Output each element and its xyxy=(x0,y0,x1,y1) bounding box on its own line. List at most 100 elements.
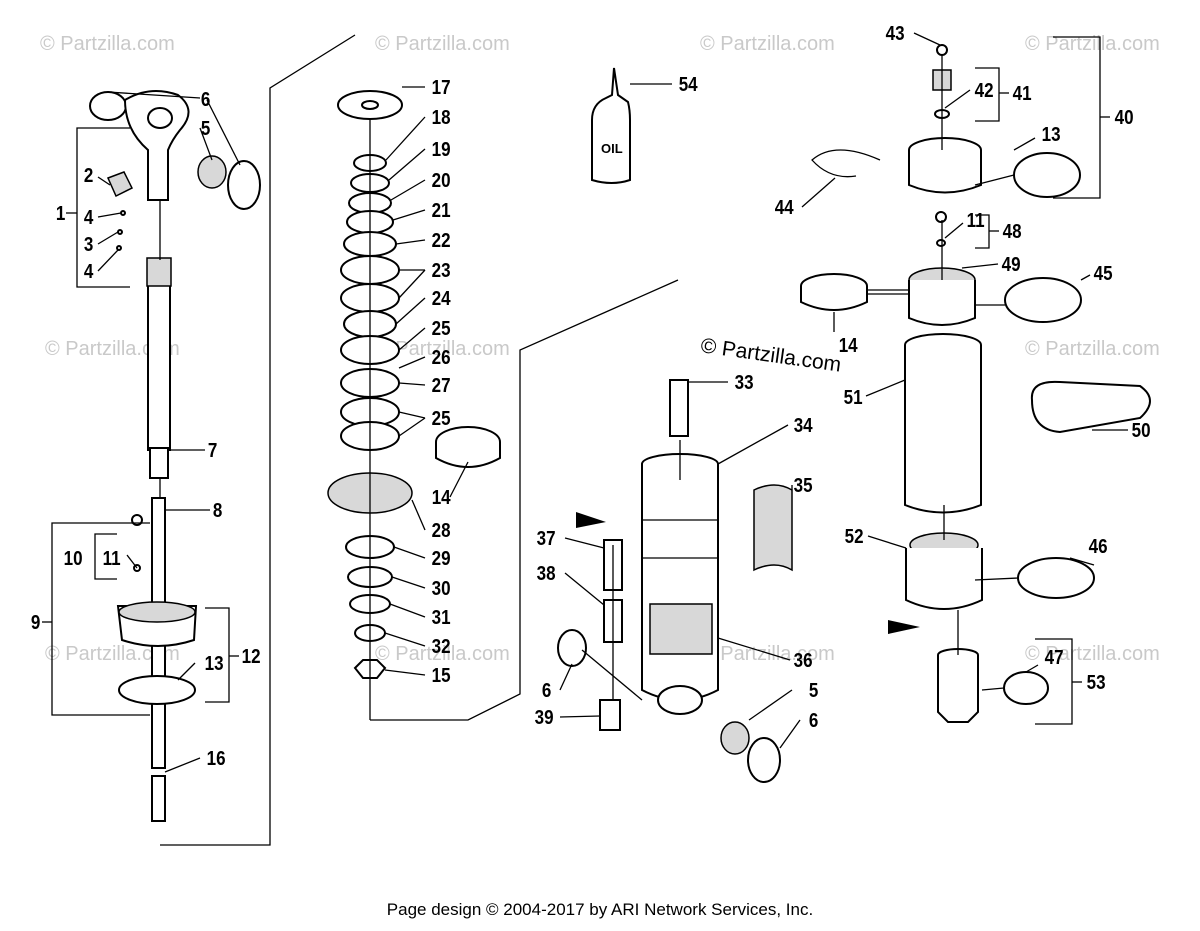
callout-5: 5 xyxy=(201,117,210,140)
body-eye xyxy=(657,685,703,715)
callout-54: 54 xyxy=(679,73,699,96)
watermark: © Partzilla.com xyxy=(40,33,175,55)
callout-12: 12 xyxy=(242,645,261,668)
callout-53: 53 xyxy=(1087,671,1106,694)
callout-4: 4 xyxy=(84,206,94,229)
callout-33: 33 xyxy=(735,371,754,394)
watermark: © Partzilla.com xyxy=(1025,643,1160,665)
reservoir-part xyxy=(904,345,982,514)
callout-6: 6 xyxy=(809,709,818,732)
callout-labels: 6 5 2 1 4 3 4 7 8 10 11 9 13 12 16 17 18… xyxy=(31,22,1151,770)
callout-8: 8 xyxy=(213,499,222,522)
callout-15: 15 xyxy=(432,664,451,687)
callout-4: 4 xyxy=(84,260,94,283)
o-ring-part xyxy=(227,160,261,210)
callout-32: 32 xyxy=(432,635,451,658)
end-cap-part xyxy=(905,548,983,610)
callout-50: 50 xyxy=(1132,419,1151,442)
callout-16: 16 xyxy=(207,747,226,770)
callout-47: 47 xyxy=(1045,646,1064,669)
callout-39: 39 xyxy=(535,706,554,729)
watermark: © Partzilla.com xyxy=(1025,338,1160,360)
o-ring-part xyxy=(89,91,127,121)
watermark: © Partzilla.com xyxy=(700,643,835,665)
callout-1: 1 xyxy=(56,202,65,225)
watermark: © Partzilla.com xyxy=(375,338,510,360)
callout-42: 42 xyxy=(975,79,994,102)
callout-6: 6 xyxy=(201,88,210,111)
watermark: © Partzilla.com xyxy=(45,643,180,665)
seal-ring-part xyxy=(1004,277,1082,323)
callout-18: 18 xyxy=(432,106,451,129)
valve-part xyxy=(106,171,134,198)
callout-48: 48 xyxy=(1003,220,1022,243)
callout-5: 5 xyxy=(809,679,818,702)
callout-29: 29 xyxy=(432,547,451,570)
end-cap-part xyxy=(908,150,982,194)
bushing-part xyxy=(720,721,750,755)
shaft-end xyxy=(149,447,169,479)
callout-37: 37 xyxy=(537,527,556,550)
callout-11: 11 xyxy=(103,547,121,570)
snap-ring-part xyxy=(811,149,881,178)
body-decal xyxy=(649,603,713,655)
pin-part xyxy=(151,775,166,822)
valve-stem-part xyxy=(669,379,689,437)
callout-44: 44 xyxy=(775,196,795,219)
callout-38: 38 xyxy=(537,562,556,585)
callout-14: 14 xyxy=(432,486,452,509)
o-ring-part xyxy=(747,737,781,783)
eyelet-bore xyxy=(147,107,173,129)
callout-43: 43 xyxy=(886,22,905,45)
callout-45: 45 xyxy=(1094,262,1113,285)
shaft-part xyxy=(147,259,171,451)
shim-block-part xyxy=(753,484,793,572)
arrow-marker xyxy=(888,620,920,634)
shaft-thread xyxy=(146,257,172,287)
piston-part xyxy=(908,280,976,326)
spring-part xyxy=(117,229,123,235)
watermark: © Partzilla.com xyxy=(45,338,180,360)
callout-25: 25 xyxy=(432,317,451,340)
callout-52: 52 xyxy=(845,525,864,548)
page-footer: Page design © 2004-2017 by ARI Network S… xyxy=(386,900,814,919)
callout-19: 19 xyxy=(432,138,451,161)
ball-part xyxy=(120,210,126,216)
watermark: © Partzilla.com xyxy=(375,33,510,55)
callout-26: 26 xyxy=(432,346,451,369)
o-ring-part xyxy=(557,629,587,667)
callout-41: 41 xyxy=(1013,82,1032,105)
callout-14: 14 xyxy=(839,334,859,357)
watermark: © Partzilla.com xyxy=(1025,33,1160,55)
callout-23: 23 xyxy=(432,259,451,282)
callout-9: 9 xyxy=(31,611,40,634)
callout-30: 30 xyxy=(432,577,451,600)
leader-lines xyxy=(97,32,1128,773)
watermark-main: © Partzilla.com xyxy=(699,334,842,376)
callout-49: 49 xyxy=(1002,253,1021,276)
body-part xyxy=(641,464,719,701)
callout-10: 10 xyxy=(64,547,83,570)
screw-part xyxy=(936,44,948,56)
callout-6: 6 xyxy=(542,679,551,702)
screw-part xyxy=(935,211,947,223)
bushing-part xyxy=(197,155,227,189)
callout-46: 46 xyxy=(1089,535,1108,558)
callout-35: 35 xyxy=(794,474,813,497)
callout-40: 40 xyxy=(1115,106,1134,129)
callout-7: 7 xyxy=(208,439,217,462)
o-ring-part xyxy=(1003,671,1049,705)
brackets xyxy=(42,36,1110,725)
washer-part xyxy=(936,239,946,247)
callout-27: 27 xyxy=(432,374,451,397)
callout-31: 31 xyxy=(432,606,451,629)
shaft-assembly xyxy=(89,90,261,822)
ring-part-side xyxy=(435,442,501,468)
ring-part-side xyxy=(800,286,868,311)
watermarks: © Partzilla.com © Partzilla.com © Partzi… xyxy=(40,33,1160,665)
callout-20: 20 xyxy=(432,169,451,192)
oil-label: OIL xyxy=(601,141,623,156)
callout-34: 34 xyxy=(794,414,814,437)
ball-part xyxy=(116,245,122,251)
